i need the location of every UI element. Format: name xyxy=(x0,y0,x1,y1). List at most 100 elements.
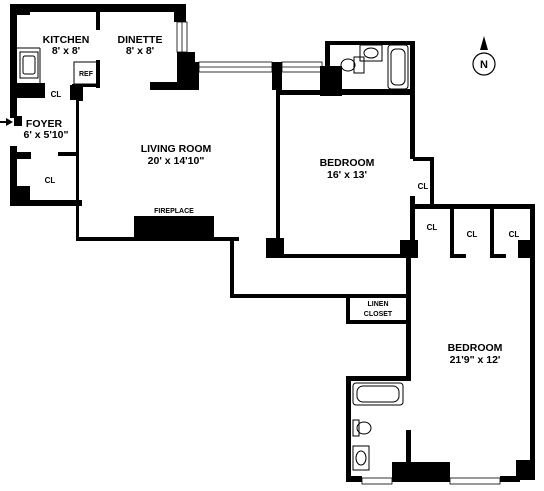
wall-foyer-left2 xyxy=(14,116,22,126)
entry-arrow-icon xyxy=(0,118,13,126)
wall-living-bed1 xyxy=(276,90,280,240)
linen-closet-line2: CLOSET xyxy=(364,311,393,318)
wall-hall-bottom xyxy=(230,294,350,298)
wall-bath1-right xyxy=(410,41,415,89)
wall-living-left xyxy=(76,88,79,240)
wall-bed2-left2 xyxy=(406,430,411,466)
wall-bed2-right xyxy=(530,256,535,474)
wall-bath1-left xyxy=(325,41,330,67)
cl-label-1: CL xyxy=(427,223,438,232)
bath2-toilet-tank xyxy=(352,419,360,437)
wall-bed1-cl1 xyxy=(413,157,433,161)
wall-foyer-cl-top xyxy=(17,152,31,159)
wall-hall-left xyxy=(230,238,234,298)
wall-foyer-cl-block xyxy=(14,186,30,204)
wall-bed1-cl-row xyxy=(410,204,534,209)
wall-left-kitchen xyxy=(10,4,17,102)
wall-bed1-right2 xyxy=(410,196,415,258)
dinette-name: DINETTE xyxy=(118,34,163,46)
bath2-toilet-bowl xyxy=(356,421,372,435)
bath1-tub xyxy=(387,44,409,90)
kitchen-sink xyxy=(19,51,39,79)
linen-closet-line1: LINEN xyxy=(368,301,389,308)
kitchen-name: KITCHEN xyxy=(43,34,90,46)
kitchen-size: 8' x 8' xyxy=(52,45,80,57)
dinette-size: 8' x 8' xyxy=(126,45,154,57)
cl-label-kitchen: CL xyxy=(51,90,62,99)
wall-bed1-right xyxy=(410,89,415,159)
wall-living-window-right xyxy=(272,62,282,90)
wall-dinette-right-top xyxy=(174,4,186,22)
wall-cl-right xyxy=(530,204,535,258)
wall-top-kitchen xyxy=(10,4,186,12)
wall-linen-top xyxy=(346,294,410,298)
wall-bed2-bottom2 xyxy=(392,462,450,482)
wall-foyer-cl-top2 xyxy=(58,152,78,156)
wall-bath2-top xyxy=(346,376,411,381)
wall-cl-bottom1 xyxy=(454,254,466,258)
bedroom1-name: BEDROOM xyxy=(320,157,375,169)
wall-bed2-bottom-right xyxy=(516,460,535,480)
living-room-size: 20' x 14'10" xyxy=(148,155,205,167)
bath1-tub-inner xyxy=(390,48,406,86)
fireplace-block xyxy=(134,216,214,240)
wall-cl-div2 xyxy=(490,204,494,258)
foyer-size: 6' x 5'10" xyxy=(23,129,68,141)
bath1-toilet-tank xyxy=(353,56,365,74)
fireplace-label: FIREPLACE xyxy=(154,208,194,215)
refrigerator xyxy=(73,61,99,85)
bath2-tub-inner xyxy=(356,385,400,403)
wall-bed2-left xyxy=(406,258,411,376)
wall-foyer-left-top xyxy=(10,100,17,118)
bath1-sink-basin xyxy=(363,47,379,59)
bath1-sink xyxy=(359,44,383,62)
wall-living-top xyxy=(78,87,83,101)
wall-dinette-right xyxy=(177,52,195,90)
wall-bed1-bottom-block xyxy=(400,240,418,258)
wall-linen-bottom xyxy=(346,320,410,324)
wall-bed1-bottom xyxy=(266,254,414,258)
cl-label-2: CL xyxy=(467,230,478,239)
wall-kitchen-partition xyxy=(96,12,100,30)
bath2-sink xyxy=(352,445,370,471)
kitchen-sink-basin xyxy=(22,55,36,75)
wall-living-bed1-bottom xyxy=(266,238,284,256)
wall-cl-bottom3 xyxy=(518,240,534,258)
wall-foyer-left-bottom xyxy=(10,146,17,206)
compass-north-label: N xyxy=(480,59,488,71)
bedroom2-name: BEDROOM xyxy=(448,342,503,354)
wall-bed1-top-block xyxy=(320,66,342,96)
bedroom1-size: 16' x 13' xyxy=(327,169,367,181)
walls xyxy=(10,4,535,482)
compass-icon: N xyxy=(472,36,496,76)
wall-cl-div1 xyxy=(450,204,454,258)
wall-foyer-cl-bottom xyxy=(10,200,82,206)
wall-bath1-bottom xyxy=(325,89,415,95)
bath2-tub xyxy=(352,382,404,406)
window-bed2-right xyxy=(449,477,501,485)
wall-kitchen-bottom2 xyxy=(70,85,80,100)
cl-label-foyer: CL xyxy=(45,176,56,185)
bath2-sink-basin xyxy=(355,450,367,466)
bedroom2-size: 21'9" x 12' xyxy=(450,354,501,366)
wall-bath1-top xyxy=(325,41,415,45)
fixtures xyxy=(17,44,409,471)
ref-label: REF xyxy=(79,71,94,78)
foyer-name: FOYER xyxy=(26,118,63,130)
cl-label-top: CL xyxy=(15,4,26,13)
cl-label-3: CL xyxy=(509,230,520,239)
window-bed2-left xyxy=(361,477,393,485)
wall-bath2-left xyxy=(346,376,351,482)
wall-kitchen-bottom xyxy=(17,83,45,98)
wall-living-top2 xyxy=(150,82,194,90)
wall-bed2-bottom xyxy=(346,476,362,482)
wall-bed1-cl1-right xyxy=(430,157,434,207)
wall-bed2-bottom3 xyxy=(500,476,520,482)
windows xyxy=(176,21,501,485)
wall-living-window-left xyxy=(195,62,199,90)
wall-kitchen-ref-bottom xyxy=(72,84,98,87)
living-room-name: LIVING ROOM xyxy=(141,143,212,155)
cl-label-bed1: CL xyxy=(418,182,429,191)
wall-bed1-top xyxy=(280,90,328,95)
